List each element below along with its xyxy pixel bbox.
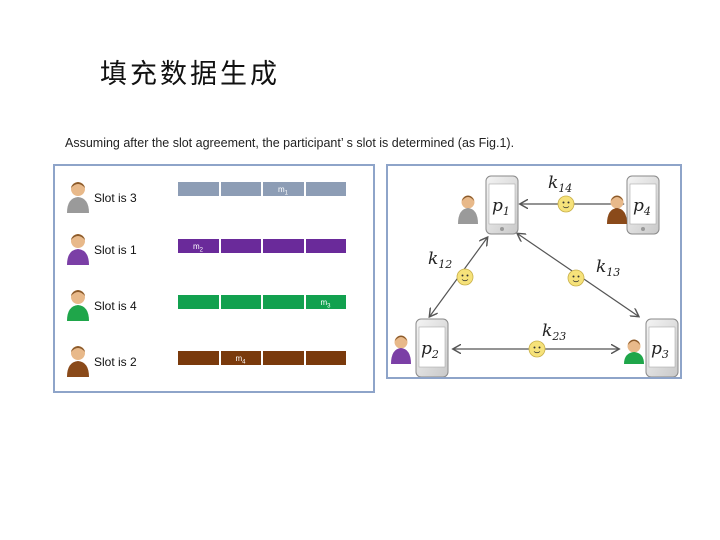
phone-p4-icon: p4 xyxy=(626,175,660,235)
slot-row-4: Slot is 2 m4 xyxy=(55,344,373,384)
smiley-icon xyxy=(567,269,585,287)
slot-bar: m3 xyxy=(178,295,346,310)
slot-label: Slot is 3 xyxy=(94,191,137,205)
slot-cell xyxy=(178,182,221,196)
slot-cell: m1 xyxy=(263,182,306,197)
page-title: 填充数据生成 xyxy=(100,59,280,90)
message-label: m2 xyxy=(193,242,204,254)
slot-bar: m4 xyxy=(178,351,346,366)
slot-label: Slot is 1 xyxy=(94,243,137,257)
slot-cell xyxy=(220,295,263,309)
phone-p1-icon: p1 xyxy=(485,175,519,235)
edge-label-k12: k12 xyxy=(428,249,452,271)
node-label-p1: p1 xyxy=(492,196,510,218)
participant-avatar-icon xyxy=(67,234,89,265)
participant-avatar-icon xyxy=(391,335,411,364)
message-label: m4 xyxy=(235,354,246,366)
slot-bar: m2 xyxy=(178,239,346,254)
key-network-panel: p1 p4 p2 p3 xyxy=(386,164,682,379)
smiley-icon xyxy=(456,268,474,286)
participant-avatar-icon xyxy=(607,195,627,224)
slot-row-3: Slot is 4 m3 xyxy=(55,288,373,328)
slot-label: Slot is 4 xyxy=(94,299,137,313)
edge-label-k13: k13 xyxy=(596,257,620,279)
participant-avatar-icon xyxy=(67,182,89,213)
slot-assignment-panel: Slot is 3 m1 Slot is 1 m2 Slot is 4 m3 S… xyxy=(53,164,375,393)
phone-p2-icon: p2 xyxy=(415,318,449,377)
node-label-p2: p2 xyxy=(421,339,439,361)
key-network-diagram: p1 p4 p2 p3 xyxy=(391,173,679,377)
smiley-icon xyxy=(528,340,546,358)
slot-cell xyxy=(305,182,346,196)
edge-label-k23: k23 xyxy=(542,321,566,343)
slot-bar: m1 xyxy=(178,182,346,197)
slot-cell xyxy=(263,295,306,309)
slot-cell xyxy=(178,351,221,365)
participant-avatar-icon xyxy=(67,346,89,377)
smiley-icon xyxy=(557,195,575,213)
slot-cell xyxy=(178,295,221,309)
slot-cell xyxy=(220,182,263,196)
slot-row-2: Slot is 1 m2 xyxy=(55,232,373,272)
message-label: m3 xyxy=(320,298,331,310)
slot-cell xyxy=(305,351,346,365)
slot-cell xyxy=(220,239,263,253)
edge-label-k14: k14 xyxy=(548,173,572,195)
message-label: m1 xyxy=(278,185,289,197)
node-label-p3: p3 xyxy=(651,339,669,361)
participant-avatar-icon xyxy=(458,195,478,224)
phone-p3-icon: p3 xyxy=(645,318,679,377)
slot-cell: m2 xyxy=(178,239,221,254)
slot-row-1: Slot is 3 m1 xyxy=(55,180,373,220)
participant-avatar-icon xyxy=(67,290,89,321)
slot-cell xyxy=(305,239,346,253)
page-subtitle: Assuming after the slot agreement, the p… xyxy=(65,136,515,150)
slot-cell xyxy=(263,239,306,253)
slot-cell: m3 xyxy=(305,295,346,310)
node-label-p4: p4 xyxy=(633,196,651,218)
slot-label: Slot is 2 xyxy=(94,355,137,369)
slot-cell: m4 xyxy=(220,351,263,366)
slot-cell xyxy=(263,351,306,365)
participant-avatar-icon xyxy=(624,339,644,364)
